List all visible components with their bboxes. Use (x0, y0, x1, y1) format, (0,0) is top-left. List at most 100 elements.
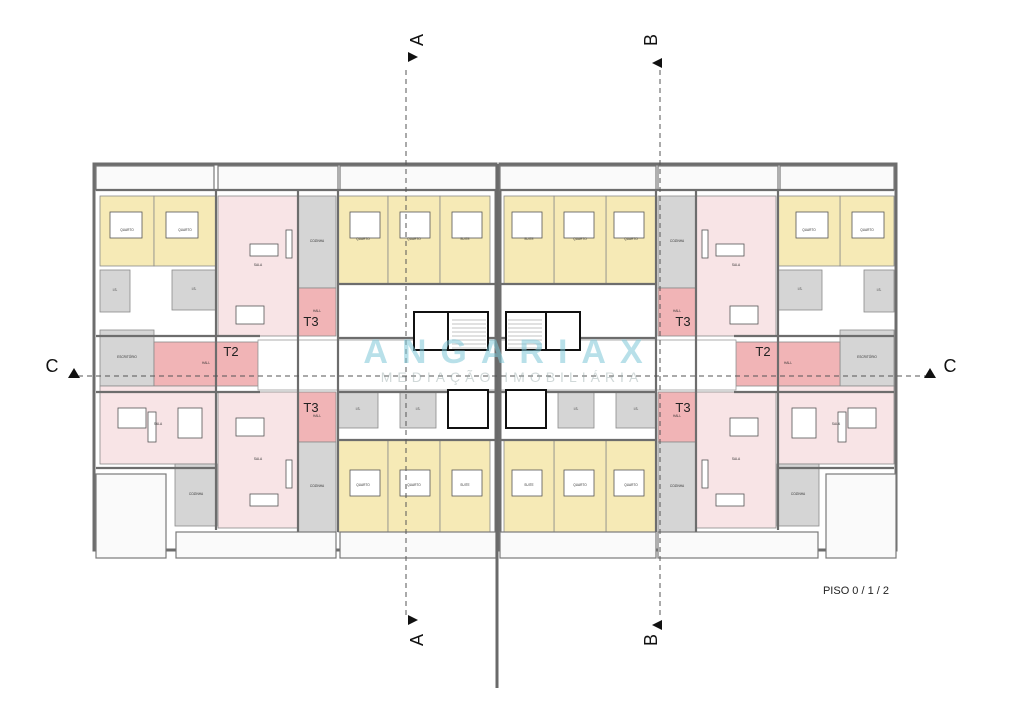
elevator-shaft (413, 311, 449, 351)
elevator-shaft (447, 389, 489, 429)
floor-label: PISO 0 / 1 / 2 (823, 585, 889, 597)
room-label: SALA (732, 263, 741, 267)
room-label: HALL (313, 414, 321, 418)
elevator-shaft (505, 311, 547, 351)
furniture-item (613, 469, 645, 497)
balcony (217, 165, 339, 191)
room (99, 329, 155, 387)
section-label-c: C (944, 356, 957, 376)
section-label-a: A (407, 634, 427, 646)
furniture-item (451, 469, 483, 497)
room-label: SALA (154, 422, 163, 426)
furniture-item (451, 211, 483, 239)
furniture-item (249, 493, 279, 507)
furniture-item (349, 469, 381, 497)
room-labels: QUARTO QUARTO QUARTO QUARTO SALA SALA COZINHA C… (113, 228, 882, 496)
room (297, 391, 337, 443)
furniture-item (729, 417, 759, 437)
furniture-item (847, 407, 877, 429)
room (297, 441, 337, 533)
furniture-layer (109, 211, 885, 507)
room-label: SUITE (460, 483, 469, 487)
room (657, 287, 697, 337)
room (863, 269, 895, 313)
room-label: SALA (832, 422, 841, 426)
section-label-c: C (46, 356, 59, 376)
watermark-tagline: MEDIAÇÃO IMOBILIÁRIA (381, 369, 644, 385)
room (553, 195, 607, 285)
section-label-a: A (407, 34, 427, 46)
balcony (825, 473, 897, 559)
room (776, 463, 820, 527)
furniture-item (511, 211, 543, 239)
room (503, 195, 555, 285)
section-arrow-c (68, 368, 80, 378)
unit-type-label: T3 (675, 314, 690, 329)
balcony (95, 473, 167, 559)
room (337, 391, 379, 429)
room-label: HALL (673, 309, 681, 313)
room-label: I.S. (798, 287, 803, 291)
balcony (339, 165, 497, 191)
room-label: COZINHA (670, 239, 685, 243)
furniture-item (795, 211, 829, 239)
room-label: I.S. (416, 407, 421, 411)
furniture-item (837, 411, 847, 443)
elevator-shaft (447, 311, 489, 351)
unit-type-label: T2 (755, 344, 770, 359)
room-label: COZINHA (670, 484, 685, 488)
furniture-item (285, 459, 293, 489)
room-label: QUARTO (407, 237, 421, 241)
room-label: QUARTO (573, 237, 587, 241)
room (153, 341, 259, 387)
room-label: COZINHA (189, 492, 204, 496)
section-arrow-c (924, 368, 936, 378)
elevator-shaft (505, 389, 547, 429)
room-label: QUARTO (356, 483, 370, 487)
balcony (657, 165, 779, 191)
furniture-item (165, 211, 199, 239)
room-label: QUARTO (802, 228, 816, 232)
room (839, 329, 895, 387)
furniture-item (109, 211, 143, 239)
furniture-item (147, 411, 157, 443)
balcony (339, 531, 497, 559)
furniture-item (235, 417, 265, 437)
balcony (779, 165, 895, 191)
room-label: I.S. (192, 287, 197, 291)
furniture-item (285, 229, 293, 259)
furniture-item (791, 407, 817, 439)
room-label: COZINHA (310, 239, 325, 243)
room-label: SUITE (524, 237, 533, 241)
section-label-b: B (641, 34, 661, 46)
furniture-item (715, 243, 745, 257)
room-label: I.S. (356, 407, 361, 411)
room-label: QUARTO (120, 228, 134, 232)
room (605, 195, 657, 285)
room-label: QUARTO (178, 228, 192, 232)
room-label: I.S. (574, 407, 579, 411)
room (777, 269, 823, 311)
furniture-item (235, 305, 265, 325)
room (99, 269, 131, 313)
section-arrow-a (408, 615, 418, 625)
furniture-item (117, 407, 147, 429)
furniture-item (851, 211, 885, 239)
room-label: SUITE (524, 483, 533, 487)
balcony (175, 531, 337, 559)
furniture-item (399, 211, 431, 239)
unit-type-label: T2 (223, 344, 238, 359)
room-label: SALA (254, 457, 263, 461)
furniture-item (701, 229, 709, 259)
room-label: QUARTO (356, 237, 370, 241)
room-label: HALL (673, 414, 681, 418)
watermark-brand: ANGARIAX (363, 333, 656, 371)
room-label: HALL (202, 361, 210, 365)
room-label: I.S. (634, 407, 639, 411)
walls-layer (92, 162, 898, 688)
elevator-shaft (545, 311, 581, 351)
unit-type-label: T3 (303, 314, 318, 329)
balcony (499, 165, 657, 191)
furniture-item (399, 469, 431, 497)
